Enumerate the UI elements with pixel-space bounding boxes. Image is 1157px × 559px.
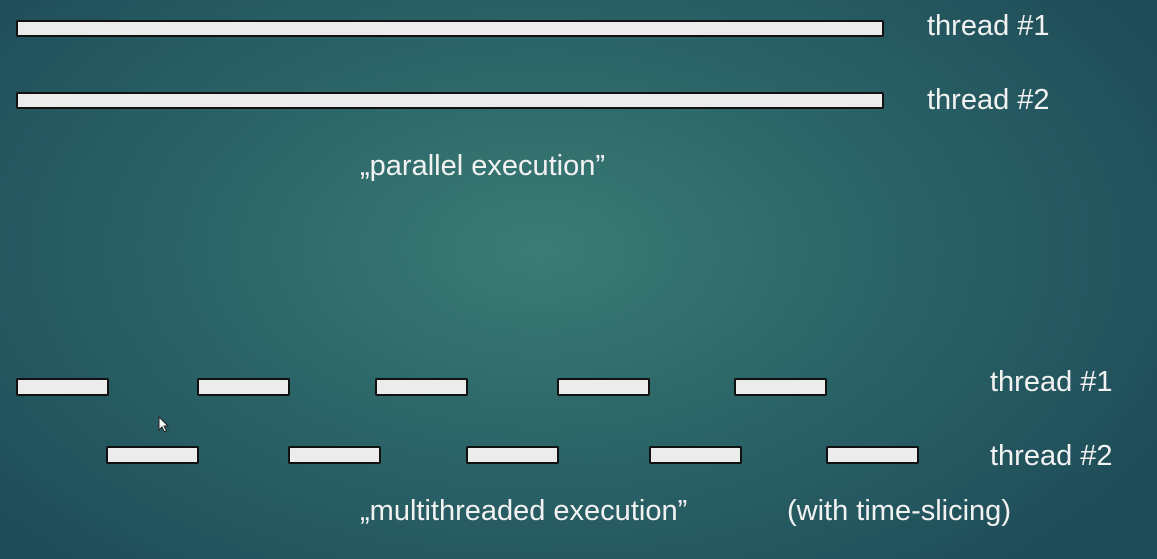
- thread-1-slice: [557, 378, 650, 396]
- parallel-thread-1-label: thread #1: [927, 10, 1050, 42]
- thread-2-slice: [466, 446, 559, 464]
- parallel-thread-1-bar: [16, 20, 884, 37]
- thread-2-slice: [288, 446, 381, 464]
- thread-2-slice: [106, 446, 199, 464]
- time-slicing-note: (with time-slicing): [787, 495, 1011, 527]
- thread-1-slice: [16, 378, 109, 396]
- mouse-cursor-icon: [158, 416, 170, 433]
- thread-1-slice: [375, 378, 468, 396]
- parallel-caption: „parallel execution”: [360, 150, 606, 182]
- multithreaded-thread-1-label: thread #1: [990, 366, 1113, 398]
- thread-2-slice: [649, 446, 742, 464]
- thread-2-slice: [826, 446, 919, 464]
- multithreaded-thread-2-label: thread #2: [990, 440, 1113, 472]
- thread-1-slice: [734, 378, 827, 396]
- parallel-thread-2-bar: [16, 92, 884, 109]
- thread-1-slice: [197, 378, 290, 396]
- parallel-thread-2-label: thread #2: [927, 84, 1050, 116]
- multithreaded-caption: „multithreaded execution”: [360, 495, 688, 527]
